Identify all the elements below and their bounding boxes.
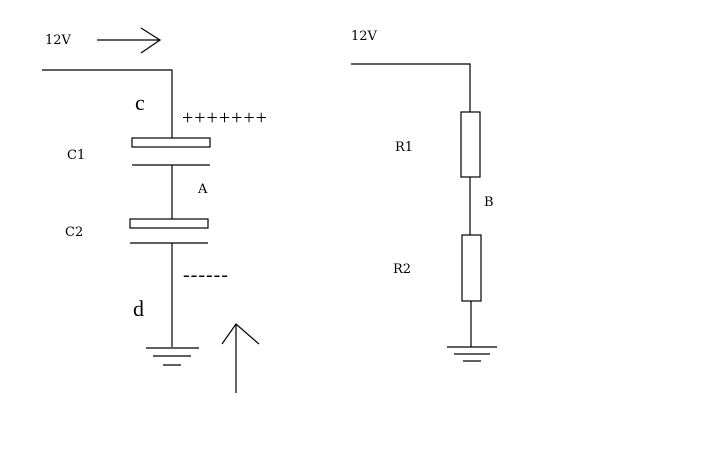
c1-label: C1 xyxy=(67,148,85,163)
capacitor-c1 xyxy=(131,137,211,166)
current-arrow-up xyxy=(221,323,260,393)
left-top-wire xyxy=(42,69,173,138)
right-top-wire xyxy=(351,63,471,112)
left-ground-icon xyxy=(146,347,199,366)
left-supply-label: 12V xyxy=(45,33,72,48)
positive-charge-signs: +++++++ xyxy=(182,107,268,129)
resistor-r2 xyxy=(461,234,482,302)
resistor-r1 xyxy=(460,111,481,178)
capacitor-c2 xyxy=(129,218,209,244)
node-b-label: B xyxy=(484,195,494,210)
current-arrow-right xyxy=(97,27,162,54)
left-capacitor-circuit: 12V c +++++++ C1 A C2 ------ d xyxy=(42,27,268,393)
negative-charge-signs: ------ xyxy=(183,264,229,286)
c2-label: C2 xyxy=(65,225,83,240)
right-resistor-circuit: 12V R1 B R2 xyxy=(351,29,497,362)
node-c-label: c xyxy=(135,90,145,115)
right-supply-label: 12V xyxy=(351,29,378,44)
r2-label: R2 xyxy=(393,262,411,277)
node-d-label: d xyxy=(133,296,144,321)
right-ground-icon xyxy=(447,346,497,362)
node-a-label: A xyxy=(197,182,208,197)
r1-label: R1 xyxy=(395,140,413,155)
